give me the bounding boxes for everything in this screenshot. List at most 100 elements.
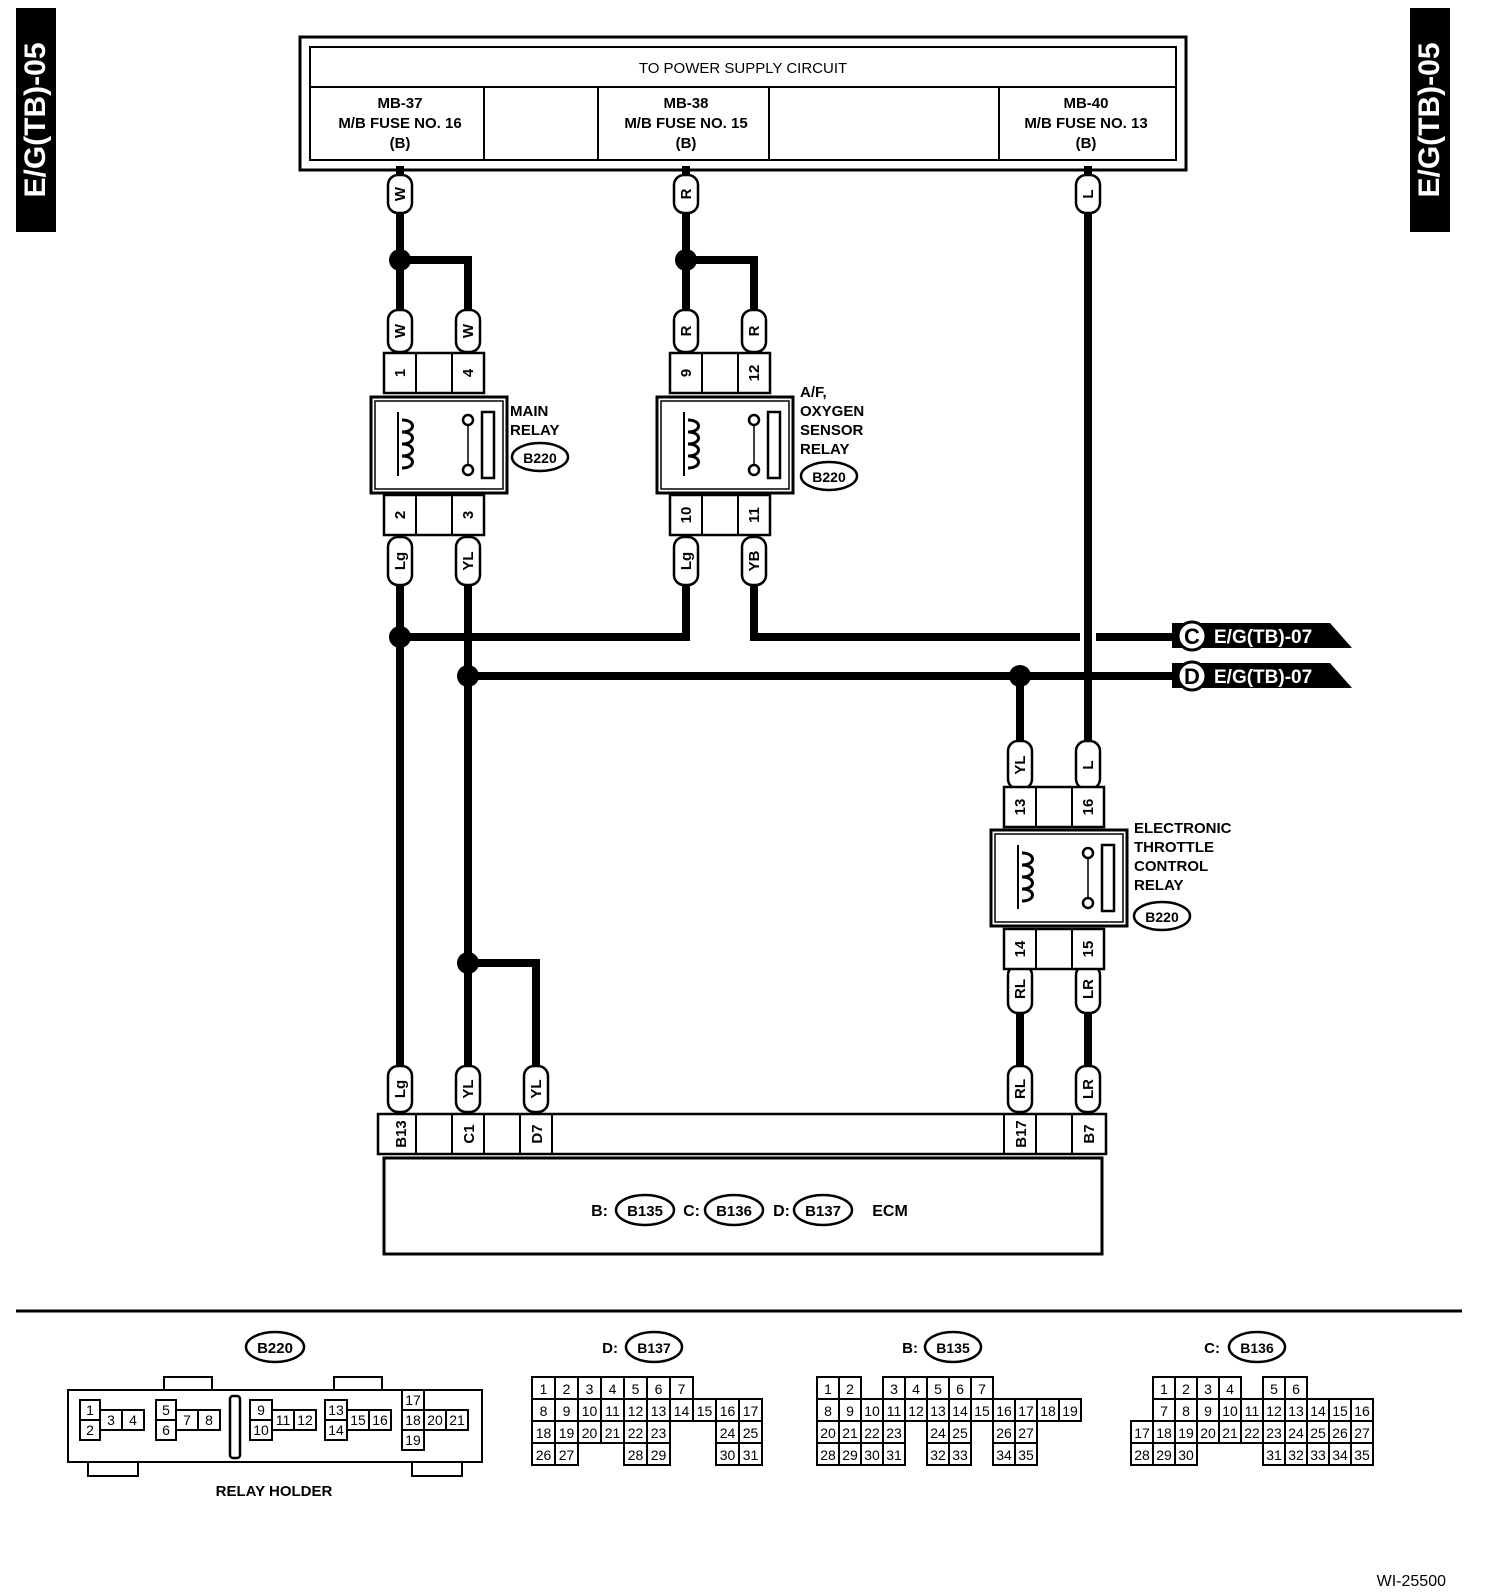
pin-number: 11 bbox=[887, 1403, 902, 1419]
fuse-code: (B) bbox=[390, 135, 411, 152]
pin-number: 20 bbox=[427, 1412, 443, 1428]
pin-number: 16 bbox=[372, 1412, 388, 1428]
ecm-pin: B13 bbox=[393, 1120, 410, 1148]
wire-yb bbox=[750, 541, 1174, 641]
connector-id: B220 bbox=[523, 450, 557, 466]
relay-pin: 10 bbox=[678, 507, 695, 524]
svg-text:RL: RL bbox=[1012, 1079, 1029, 1099]
svg-text:YL: YL bbox=[460, 551, 477, 570]
fuse-name: M/B FUSE NO. 13 bbox=[1024, 115, 1147, 132]
pin-cell bbox=[1058, 1398, 1082, 1422]
pin-cell bbox=[445, 1409, 469, 1431]
pin-number: 30 bbox=[1178, 1447, 1194, 1463]
junction-dots bbox=[389, 249, 1031, 974]
relay-pin: 9 bbox=[678, 369, 695, 377]
pin-number: 33 bbox=[952, 1447, 968, 1463]
pin-number: 15 bbox=[1332, 1403, 1348, 1419]
pin-number: 11 bbox=[605, 1403, 620, 1419]
af-oxygen-sensor-relay[interactable]: 9 12 10 11 A/F, OXYGEN SENSOR RELAY B220 bbox=[655, 351, 864, 537]
pin-number: 3 bbox=[586, 1381, 594, 1397]
pin-number: 13 bbox=[328, 1402, 344, 1418]
relay-label: THROTTLE bbox=[1134, 839, 1214, 856]
wire-yl-d7 bbox=[464, 959, 540, 1079]
fuse-name: M/B FUSE NO. 16 bbox=[338, 115, 461, 132]
ecm-name: ECM bbox=[872, 1203, 908, 1220]
wire-color-tag: YB bbox=[740, 535, 768, 587]
pin-cell bbox=[646, 1442, 671, 1466]
pin-number: 12 bbox=[908, 1403, 924, 1419]
pin-number: 11 bbox=[276, 1412, 291, 1428]
pin-number: 4 bbox=[1226, 1381, 1234, 1397]
pin-number: 16 bbox=[720, 1403, 736, 1419]
pin-cell bbox=[1350, 1442, 1374, 1466]
pin-number: 2 bbox=[563, 1381, 571, 1397]
pin-number: 32 bbox=[1288, 1447, 1304, 1463]
connector-prefix: B: bbox=[902, 1340, 918, 1357]
svg-text:RL: RL bbox=[1012, 979, 1029, 999]
connector-prefix: D: bbox=[602, 1340, 618, 1357]
pin-number: 8 bbox=[824, 1403, 832, 1419]
pin-number: 25 bbox=[1310, 1425, 1326, 1441]
wire-color-tag: Lg bbox=[386, 1064, 414, 1114]
fuse-id: MB-40 bbox=[1063, 95, 1108, 112]
relay-pin: 4 bbox=[460, 368, 477, 377]
pin-number: 19 bbox=[1062, 1403, 1078, 1419]
relay-label: ELECTRONIC bbox=[1134, 820, 1232, 837]
ecm-block[interactable]: B13 C1 D7 B17 B7 B: B135 C: B136 D: B137… bbox=[376, 1112, 1108, 1256]
pin-number: 10 bbox=[253, 1422, 269, 1438]
pin-cell bbox=[293, 1409, 317, 1431]
relay-label: MAIN bbox=[510, 403, 548, 420]
pin-number: 20 bbox=[1200, 1425, 1216, 1441]
coil-icon bbox=[401, 418, 414, 470]
pin-number: 17 bbox=[1018, 1403, 1034, 1419]
pin-number: 8 bbox=[540, 1403, 548, 1419]
pin-number: 6 bbox=[1292, 1381, 1300, 1397]
pin-cell bbox=[121, 1409, 145, 1431]
pin-number: 14 bbox=[952, 1403, 968, 1419]
relay-pin: 12 bbox=[746, 365, 763, 382]
fuse-code: (B) bbox=[676, 135, 697, 152]
figure-id: WI-25500 bbox=[1377, 1573, 1446, 1590]
pin-number: 35 bbox=[1018, 1447, 1034, 1463]
pin-number: 26 bbox=[996, 1425, 1012, 1441]
svg-text:L: L bbox=[1080, 189, 1097, 198]
svg-text:R: R bbox=[746, 325, 763, 336]
relay-label: RELAY bbox=[1134, 877, 1183, 894]
pin-number: 7 bbox=[183, 1412, 191, 1428]
pin-number: 3 bbox=[1204, 1381, 1212, 1397]
pin-number: 12 bbox=[297, 1412, 313, 1428]
wire-color-tag: YL bbox=[1006, 739, 1034, 791]
pin-number: 17 bbox=[1134, 1425, 1150, 1441]
power-supply-box: TO POWER SUPPLY CIRCUIT MB-37 M/B FUSE N… bbox=[298, 35, 1188, 172]
fuse-code: (B) bbox=[1076, 135, 1097, 152]
wire-color-tag: RL bbox=[1006, 963, 1034, 1015]
relay-pin: 15 bbox=[1080, 941, 1097, 958]
page-ref-c[interactable]: C E/G(TB)-07 bbox=[1172, 620, 1352, 652]
main-relay[interactable]: 1 4 2 3 MAIN RELAY B220 bbox=[369, 351, 570, 537]
connector-prefix: C: bbox=[1204, 1340, 1220, 1357]
pin-number: 10 bbox=[582, 1403, 598, 1419]
pin-number: 27 bbox=[1354, 1425, 1370, 1441]
pin-number: 34 bbox=[996, 1447, 1012, 1463]
pin-number: 6 bbox=[655, 1381, 663, 1397]
pin-number: 5 bbox=[934, 1381, 942, 1397]
pin-number: 29 bbox=[842, 1447, 858, 1463]
pin-number: 32 bbox=[930, 1447, 946, 1463]
electronic-throttle-control-relay[interactable]: 13 16 14 15 ELECTRONIC THROTTLE CONTROL … bbox=[989, 785, 1232, 971]
svg-text:LR: LR bbox=[1080, 979, 1097, 999]
pin-number: 16 bbox=[1354, 1403, 1370, 1419]
pin-number: 14 bbox=[674, 1403, 690, 1419]
pin-number: 8 bbox=[205, 1412, 213, 1428]
pin-number: 9 bbox=[846, 1403, 854, 1419]
pin-number: 19 bbox=[405, 1432, 421, 1448]
svg-text:W: W bbox=[392, 323, 409, 338]
page-ref-d[interactable]: D E/G(TB)-07 bbox=[1172, 660, 1352, 692]
pin-number: 25 bbox=[743, 1425, 759, 1441]
wire-color-tag: Lg bbox=[672, 535, 700, 587]
